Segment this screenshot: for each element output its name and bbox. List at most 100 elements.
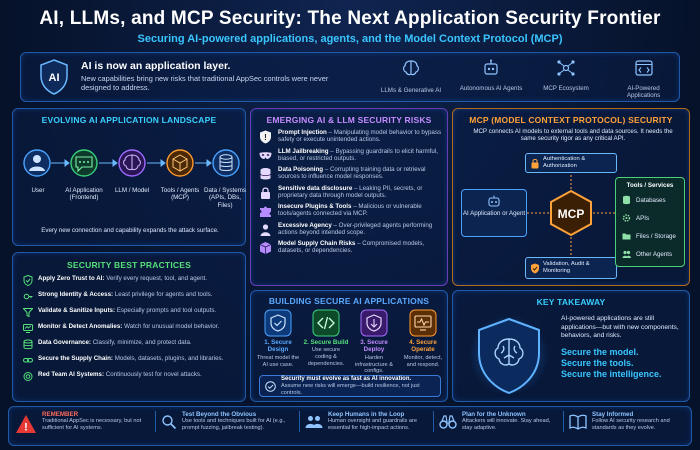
mcp-services-box: Tools / Services Databases APIs Files / …	[615, 177, 685, 267]
svg-text:!: !	[24, 422, 28, 434]
shield-brain-icon	[467, 313, 551, 402]
mcp-title: MCP (MODEL CONTEXT PROTOCOL) SECURITY	[469, 115, 673, 125]
takeaway-panel: KEY TAKEAWAY AI-powered applications are…	[452, 290, 690, 402]
risk-item: Insecure Plugins & Tools – Malicious or …	[259, 203, 445, 218]
service-item: Databases	[622, 195, 684, 205]
building-note: Security must evolve as fast as AI innov…	[259, 375, 441, 397]
mcp-intro: MCP connects AI models to external tools…	[473, 128, 673, 143]
service-item: Other Agents	[622, 249, 684, 259]
practice-item: Validate & Sanitize Inputs: Especially p…	[23, 307, 243, 318]
landscape-node-user: User	[31, 187, 45, 194]
risk-item: Excessive Agency – Over-privileged agent…	[259, 222, 445, 237]
ai-badge-text: AI	[49, 72, 60, 84]
poison-database-icon	[260, 168, 271, 180]
lock-icon	[531, 158, 539, 168]
risks-title: EMERGING AI & LLM SECURITY RISKS	[266, 115, 432, 125]
footer-item-humans: Keep Humans in the Loop Human oversight …	[299, 411, 429, 432]
step-build: 2. Secure Build Use secure coding & depe…	[303, 309, 349, 368]
agents-icon	[622, 251, 631, 259]
takeaway-title: KEY TAKEAWAY	[536, 297, 606, 307]
lock-icon	[261, 186, 270, 199]
svg-text:!: !	[264, 133, 267, 142]
banner-item-apps: AI-Powered Applications	[611, 58, 676, 100]
risk-item: Model Supply Chain Risks – Compromised m…	[259, 240, 445, 255]
filter-icon	[23, 308, 33, 318]
warning-shield-icon: !	[260, 130, 271, 144]
landscape-node-tools: Tools / Agents (MCP)	[160, 187, 200, 202]
robot-icon	[484, 59, 498, 75]
robot-icon	[488, 195, 500, 207]
banner-item-llm: LLMs & Generative AI	[371, 58, 451, 94]
target-icon	[23, 372, 33, 381]
building-panel: BUILDING SECURE AI APPLICATIONS 1. Secur…	[250, 290, 448, 402]
check-circle-icon	[265, 380, 276, 392]
shield-check-icon	[264, 309, 292, 337]
landscape-node-app: AI Application (Frontend)	[65, 187, 103, 202]
mcp-agent-box: AI Application or Agent	[461, 189, 527, 237]
service-item: Files / Storage	[622, 231, 684, 241]
takeaway-line: Secure the tools.	[561, 357, 634, 368]
key-icon	[23, 293, 33, 300]
landscape-title: EVOLVING AI APPLICATION LANDSCAPE	[41, 115, 217, 125]
monitor-icon	[23, 324, 33, 333]
practice-item: Red Team AI Systems: Continuously test f…	[23, 371, 243, 382]
takeaway-line: Secure the intelligence.	[561, 368, 662, 379]
brain-icon	[403, 60, 419, 76]
step-operate: 4. Secure Operate Monitor, detect, and r…	[399, 309, 447, 368]
people-icon	[305, 416, 323, 428]
risk-item: ! Prompt Injection – Manipulating model …	[259, 129, 445, 144]
puzzle-icon	[260, 206, 271, 217]
footer-bar: ! REMEMBER Traditional AppSec is necessa…	[8, 406, 692, 446]
check-shield-icon	[531, 263, 539, 273]
check-shield-icon	[23, 275, 33, 286]
risks-panel: EMERGING AI & LLM SECURITY RISKS ! Promp…	[250, 108, 448, 286]
footer-item-informed: Stay Informed Follow AI security researc…	[563, 411, 689, 432]
practice-item: Strong Identity & Access: Least privileg…	[23, 291, 243, 302]
practices-list: Apply Zero Trust to AI: Verify every req…	[23, 275, 243, 387]
building-title: BUILDING SECURE AI APPLICATIONS	[268, 296, 430, 306]
mask-icon	[259, 151, 272, 159]
landscape-flow	[23, 149, 240, 177]
mcp-validation-box: Validation, Audit & Monitoring	[525, 257, 617, 279]
code-icon	[312, 309, 340, 337]
banner-headline: AI is now an application layer.	[81, 60, 231, 72]
risks-list: ! Prompt Injection – Manipulating model …	[259, 129, 445, 259]
folder-icon	[622, 233, 631, 240]
banner-text: New capabilities bring new risks that tr…	[81, 74, 329, 93]
code-window-icon	[634, 60, 653, 76]
footer-item-remember: ! REMEMBER Traditional AppSec is necessa…	[15, 411, 151, 434]
package-icon	[259, 242, 272, 254]
landscape-node-llm: LLM / Model	[114, 187, 150, 194]
mcp-center-label: MCP	[558, 207, 585, 221]
step-design: 1. Secure Design Threat model the AI use…	[255, 309, 301, 368]
services-title: Tools / Services	[626, 182, 674, 189]
takeaway-line: Secure the model.	[561, 346, 639, 357]
page-subtitle: Securing AI-powered applications, agents…	[137, 33, 563, 45]
practices-panel: SECURITY BEST PRACTICES Apply Zero Trust…	[12, 252, 246, 402]
magnifier-icon	[162, 415, 177, 430]
risk-item: Sensitive data disclosure – Leaking PII,…	[259, 185, 445, 200]
practice-item: Data Governance: Classify, minimize, and…	[23, 339, 243, 350]
footer-item-test: Test Beyond the Obvious Use tools and te…	[155, 411, 295, 432]
agent-user-icon	[260, 223, 271, 236]
banner-item-agents: Autonomous AI Agents	[456, 58, 526, 92]
landscape-footer: Every new connection and capability expa…	[41, 227, 219, 234]
landscape-panel: EVOLVING AI APPLICATION LANDSCAPE User A…	[12, 108, 246, 246]
mcp-diagram-lines	[527, 171, 615, 257]
practice-item: Apply Zero Trust to AI: Verify every req…	[23, 275, 243, 286]
deploy-shield-icon	[360, 309, 388, 337]
mcp-auth-box: Authentication & Authorization	[525, 153, 617, 173]
book-icon	[569, 414, 587, 430]
service-item: APIs	[622, 213, 684, 223]
chain-icon	[23, 358, 33, 363]
api-gear-icon	[622, 214, 631, 223]
banner-item-mcp: MCP Ecosystem	[536, 58, 596, 92]
page-title: AI, LLMs, and MCP Security: The Next App…	[39, 8, 661, 29]
practice-item: Monitor & Detect Anomalies: Watch for un…	[23, 323, 243, 334]
landscape-node-data: Data / Systems (APIs, DBs, Files)	[204, 187, 246, 209]
data-governance-icon	[23, 339, 33, 350]
risk-item: LLM Jailbreaking – Bypassing guardrails …	[259, 148, 445, 163]
network-icon	[557, 60, 575, 76]
practice-item: Secure the Supply Chain: Models, dataset…	[23, 355, 243, 366]
mcp-center-node: MCP	[547, 189, 595, 237]
